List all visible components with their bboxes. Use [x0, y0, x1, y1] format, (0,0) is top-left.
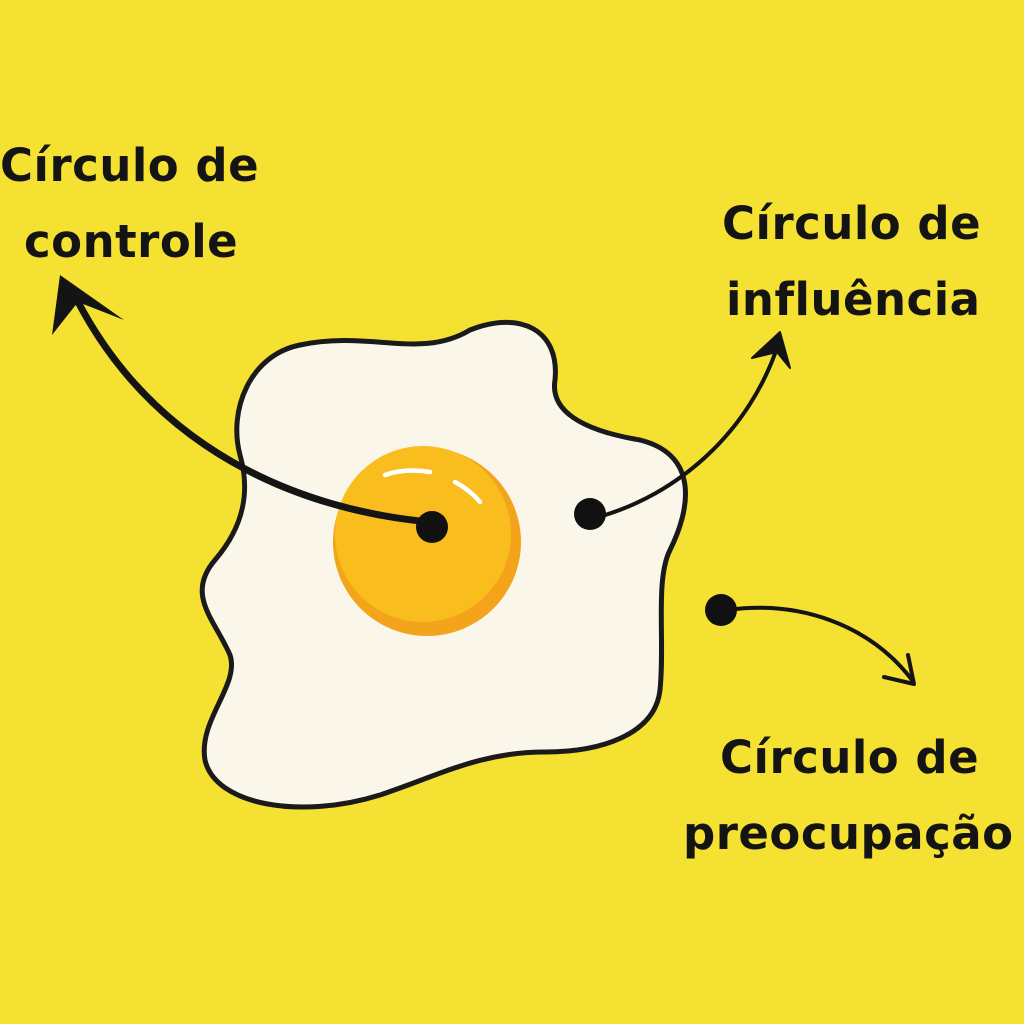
label-control-line2: controle	[24, 215, 239, 268]
arrow-head-concern	[882, 653, 916, 686]
label-influence-line2: influência	[726, 273, 981, 326]
arrow-control	[52, 275, 448, 543]
dot-marker-icon	[705, 594, 737, 626]
dot-marker-icon	[574, 498, 606, 530]
curved-arrow-icon	[726, 605, 914, 682]
yolk-highlight-1	[382, 468, 433, 478]
label-circle-of-control: Círculo de controle	[0, 128, 259, 280]
yolk-highlight-2	[452, 479, 483, 505]
label-control-line1: Círculo de	[0, 139, 260, 192]
arrow-influence	[574, 331, 791, 530]
label-concern-line2: preocupação	[683, 807, 1014, 860]
arrow-concern	[705, 594, 916, 686]
label-influence-line1: Círculo de	[722, 197, 982, 250]
dot-marker-icon	[416, 511, 448, 543]
curved-arrow-icon	[68, 286, 434, 526]
arrow-head-control	[52, 275, 124, 335]
label-circle-of-concern: Círculo de preocupação	[683, 720, 1014, 872]
label-concern-line1: Círculo de	[720, 731, 980, 784]
curved-arrow-icon	[593, 343, 780, 520]
label-circle-of-influence: Círculo de influência	[722, 186, 981, 338]
arrow-head-influence	[751, 331, 791, 369]
